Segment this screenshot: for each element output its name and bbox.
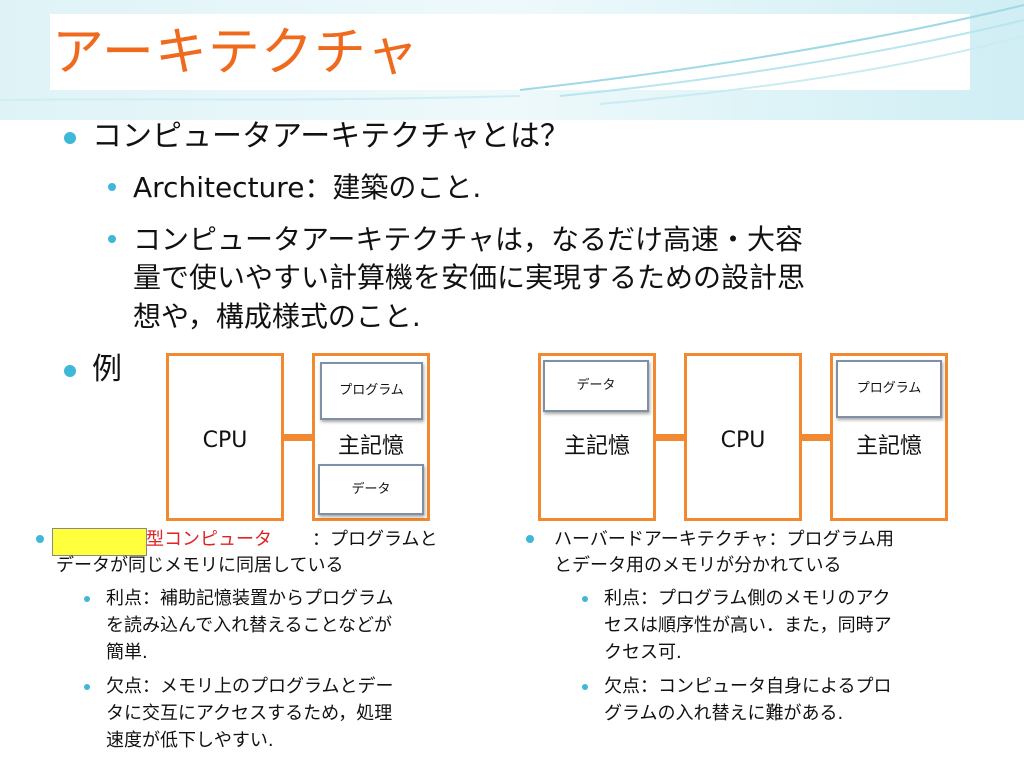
program-chip-left: プログラム [320,362,423,420]
memory-label: 主記憶 [541,428,653,460]
left-disadvantage-line-1: 欠点：メモリ上のプログラムとデー [106,674,393,700]
slide-title: アーキテクチャ [52,10,419,85]
memory-label: 主記憶 [315,428,427,460]
bullet-icon [84,684,90,690]
right-advantage-line-2: セスは順序性が高い．また，同時ア [604,613,892,639]
right-advantage-line-3: クセス可. [604,640,682,666]
right-advantage-line-1: 利点：プログラム側のメモリのアク [604,586,891,612]
example-label: 例 [92,351,122,389]
harvard-heading-line2: とデータ用のメモリが分かれている [554,553,841,579]
definition-line-2: 量で使いやすい計算機を安価に実現するための設計思 [133,260,805,296]
bullet-icon [582,684,588,690]
left-advantage-line-2: を読み込んで入れ替えることなどが [106,613,392,639]
bullet-icon [526,535,534,543]
bullet-icon [36,535,44,543]
harvard-heading-line1: ハーバードアーキテクチャ：プログラム用 [554,527,894,553]
definition-line-3: 想や，構成様式のこと. [133,299,421,335]
cpu-box-right: CPU [684,353,802,521]
von-neumann-heading-line2: データが同じメモリに同居している [56,553,343,579]
left-disadvantage-line-3: 速度が低下しやすい. [106,728,274,754]
bullet-icon [108,235,116,243]
bus-connector [656,434,686,441]
von-neumann-heading-rest: ：プログラムと [312,527,437,553]
bullet-icon [64,365,76,377]
question-text: コンピュータアーキテクチャとは？ [92,118,570,156]
bus-connector [284,434,314,441]
data-chip-left: データ [318,464,424,515]
cpu-box-left: CPU [166,353,284,521]
definition-architecture: Architecture：建築のこと. [133,170,481,206]
cpu-label: CPU [687,428,799,453]
right-disadvantage-line-1: 欠点：コンピュータ自身によるプロ [604,674,891,700]
left-advantage-line-3: 簡単. [106,640,148,666]
bullet-icon [582,596,588,602]
bullet-icon [84,596,90,602]
memory-label: 主記憶 [833,428,945,460]
data-chip-right: データ [543,360,649,412]
left-disadvantage-line-2: タに交互にアクセスするため，処理 [106,701,392,727]
redacted-highlight [52,528,147,556]
bus-connector [802,434,832,441]
bullet-icon [108,183,116,191]
von-neumann-heading: 型コンピュータ [146,527,272,553]
definition-line-1: コンピュータアーキテクチャは，なるだけ高速・大容 [133,222,803,258]
cpu-label: CPU [169,428,281,453]
left-advantage-line-1: 利点：補助記憶装置からプログラム [106,586,393,612]
program-chip-right: プログラム [836,360,942,418]
bullet-icon [64,132,76,144]
right-disadvantage-line-2: グラムの入れ替えに難がある. [604,701,843,727]
